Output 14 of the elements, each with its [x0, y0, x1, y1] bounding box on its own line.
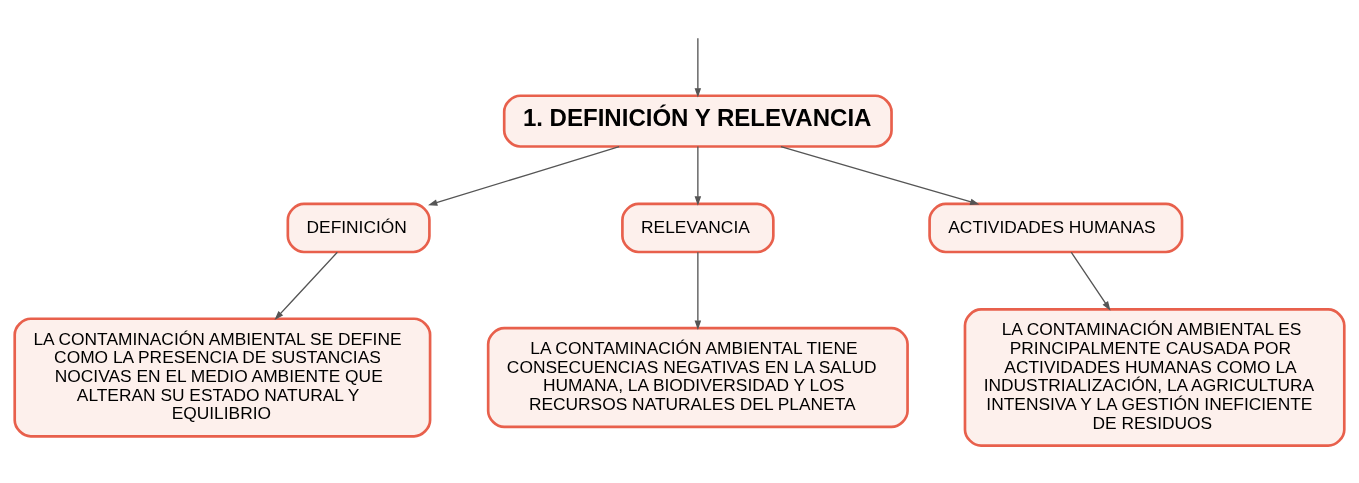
node-box: LA CONTAMINACIÓN AMBIENTAL SE DEFINE COMO LA PRESENCIA DE SUSTANCIAS NOCIVAS EN EL MEDIO AMBIENTE QUE ALTERAN SU ESTADO NATURAL Y EQUILIBRIO	[13, 317, 432, 438]
node-box: LA CONTAMINACIÓN AMBIENTAL TIENE CONSECUENCIAS NEGATIVAS EN LA SALUD HUMANA, LA BIODIVERSIDAD Y LOS RECURSOS NATURALES DEL PLANETA	[486, 326, 909, 429]
node-box: 1. DEFINICIÓN Y RELEVANCIA	[502, 94, 893, 148]
arrow	[780, 145, 980, 205]
arrow	[694, 251, 702, 330]
arrow	[694, 145, 702, 206]
arrow	[1070, 251, 1111, 311]
arrow	[694, 37, 702, 98]
node-box: ACTIVIDADES HUMANAS	[928, 202, 1184, 254]
node-box: LA CONTAMINACIÓN AMBIENTAL ES PRINCIPALMENTE CAUSADA POR ACTIVIDADES HUMANAS COMO LA INDUSTRIALIZACIÓN, LA AGRICULTURA INTENSIVA Y LA GESTIÓN INEFICIENTE DE RESIDUOS	[963, 308, 1346, 447]
arrow	[274, 251, 338, 321]
node-box: DEFINICIÓN	[286, 202, 431, 254]
node-box: RELEVANCIA	[621, 202, 775, 254]
arrow	[428, 145, 620, 206]
